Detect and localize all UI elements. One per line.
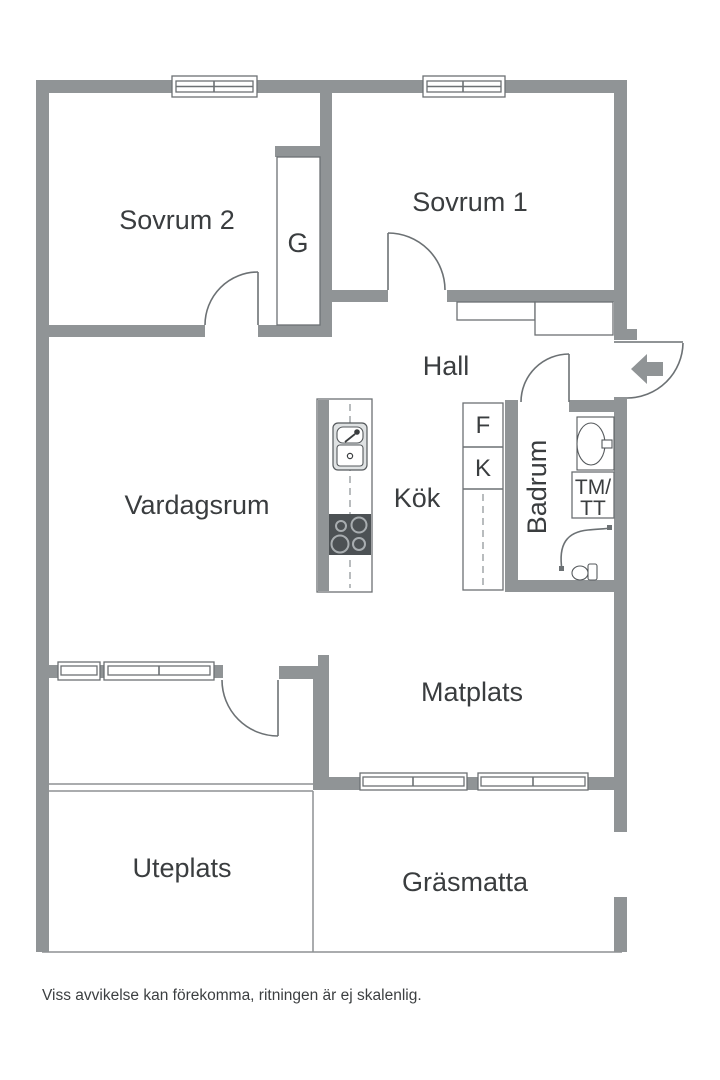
wall-bedroom-divider xyxy=(320,93,332,337)
wall-sovrum1-bottom-left xyxy=(332,290,388,302)
wall-matplats-divider-notch xyxy=(318,655,329,670)
wall-matplats-divider xyxy=(313,666,329,790)
room-label-vardagsrum: Vardagsrum xyxy=(124,490,269,520)
storage-units xyxy=(276,156,614,336)
bathroom-fixtures xyxy=(559,416,615,581)
windows xyxy=(57,75,589,791)
label-kyl: K xyxy=(475,455,491,482)
wall-sovrum1-bottom-right xyxy=(447,290,614,302)
room-label-grasmatta: Gräsmatta xyxy=(402,867,529,897)
shower-curtain-icon xyxy=(559,525,612,571)
wall-matplats-bottom-right xyxy=(588,777,614,790)
washer-dryer-box xyxy=(571,471,615,519)
toilet-icon xyxy=(571,563,598,581)
room-label-garderob: G xyxy=(287,228,308,258)
window-vardagsrum-small xyxy=(57,661,101,681)
wall-matplats-bottom-pier xyxy=(467,777,478,790)
room-label-matplats: Matplats xyxy=(421,677,523,707)
room-label-sovrum1: Sovrum 1 xyxy=(412,187,528,217)
door-entrance xyxy=(614,341,684,399)
wall-window-stub-left xyxy=(49,665,58,678)
door-uteplats xyxy=(221,679,279,737)
stove-icon xyxy=(329,514,371,555)
wall-right-lower xyxy=(614,897,627,952)
wall-bath-bottom xyxy=(505,580,627,592)
disclaimer-text: Viss avvikelse kan förekomma, ritningen … xyxy=(42,987,422,1004)
wall-kitchen-bath xyxy=(505,400,518,592)
door-sovrum2 xyxy=(204,271,259,326)
room-label-badrum: Badrum xyxy=(522,440,552,535)
walls xyxy=(36,80,637,952)
window-matplats-2 xyxy=(477,772,589,791)
hall-wardrobe-2 xyxy=(534,301,614,336)
kitchen-counter xyxy=(316,398,373,593)
wall-sovrum2-bottom-right xyxy=(258,325,332,337)
wall-right-mid xyxy=(614,397,627,832)
wall-sovrum2-bottom-left xyxy=(49,325,205,337)
window-matplats-1 xyxy=(359,772,468,791)
label-tvatt-line2: TT xyxy=(580,497,606,520)
room-labels: Sovrum 2 Sovrum 1 G Hall Vardagsrum Kök … xyxy=(119,187,611,897)
sink-icon xyxy=(332,422,368,471)
label-frys: F xyxy=(476,412,491,439)
outdoor-boundaries xyxy=(42,783,622,953)
room-label-kok: Kök xyxy=(394,483,441,513)
door-sovrum1 xyxy=(387,232,446,291)
room-label-hall: Hall xyxy=(423,351,470,381)
window-sovrum2 xyxy=(171,75,258,98)
counter-wall-strip xyxy=(318,400,329,591)
wall-entrance-stub xyxy=(627,329,637,340)
window-sovrum1 xyxy=(422,75,506,98)
entrance-arrow-icon xyxy=(631,354,663,384)
wall-bath-top xyxy=(569,400,614,412)
wall-garderob-top xyxy=(275,146,320,157)
room-label-uteplats: Uteplats xyxy=(132,853,231,883)
wall-right-upper xyxy=(614,80,627,340)
wall-window-pier1 xyxy=(99,665,105,678)
wall-left xyxy=(36,80,49,952)
doors xyxy=(204,232,684,737)
garderob-closet xyxy=(276,156,321,326)
wall-matplats-bottom-left xyxy=(329,777,360,790)
window-vardagsrum-large xyxy=(103,661,215,681)
room-label-sovrum2: Sovrum 2 xyxy=(119,205,235,235)
door-badrum xyxy=(520,353,570,403)
wall-patio-stub xyxy=(279,666,313,679)
hall-wardrobe-1 xyxy=(456,301,536,321)
fridge-freezer-unit xyxy=(462,402,504,591)
label-tvatt-line1: TM/ xyxy=(575,476,611,499)
washbasin-icon xyxy=(576,416,615,471)
wall-top xyxy=(36,80,627,93)
wall-window-pier2 xyxy=(213,665,223,678)
